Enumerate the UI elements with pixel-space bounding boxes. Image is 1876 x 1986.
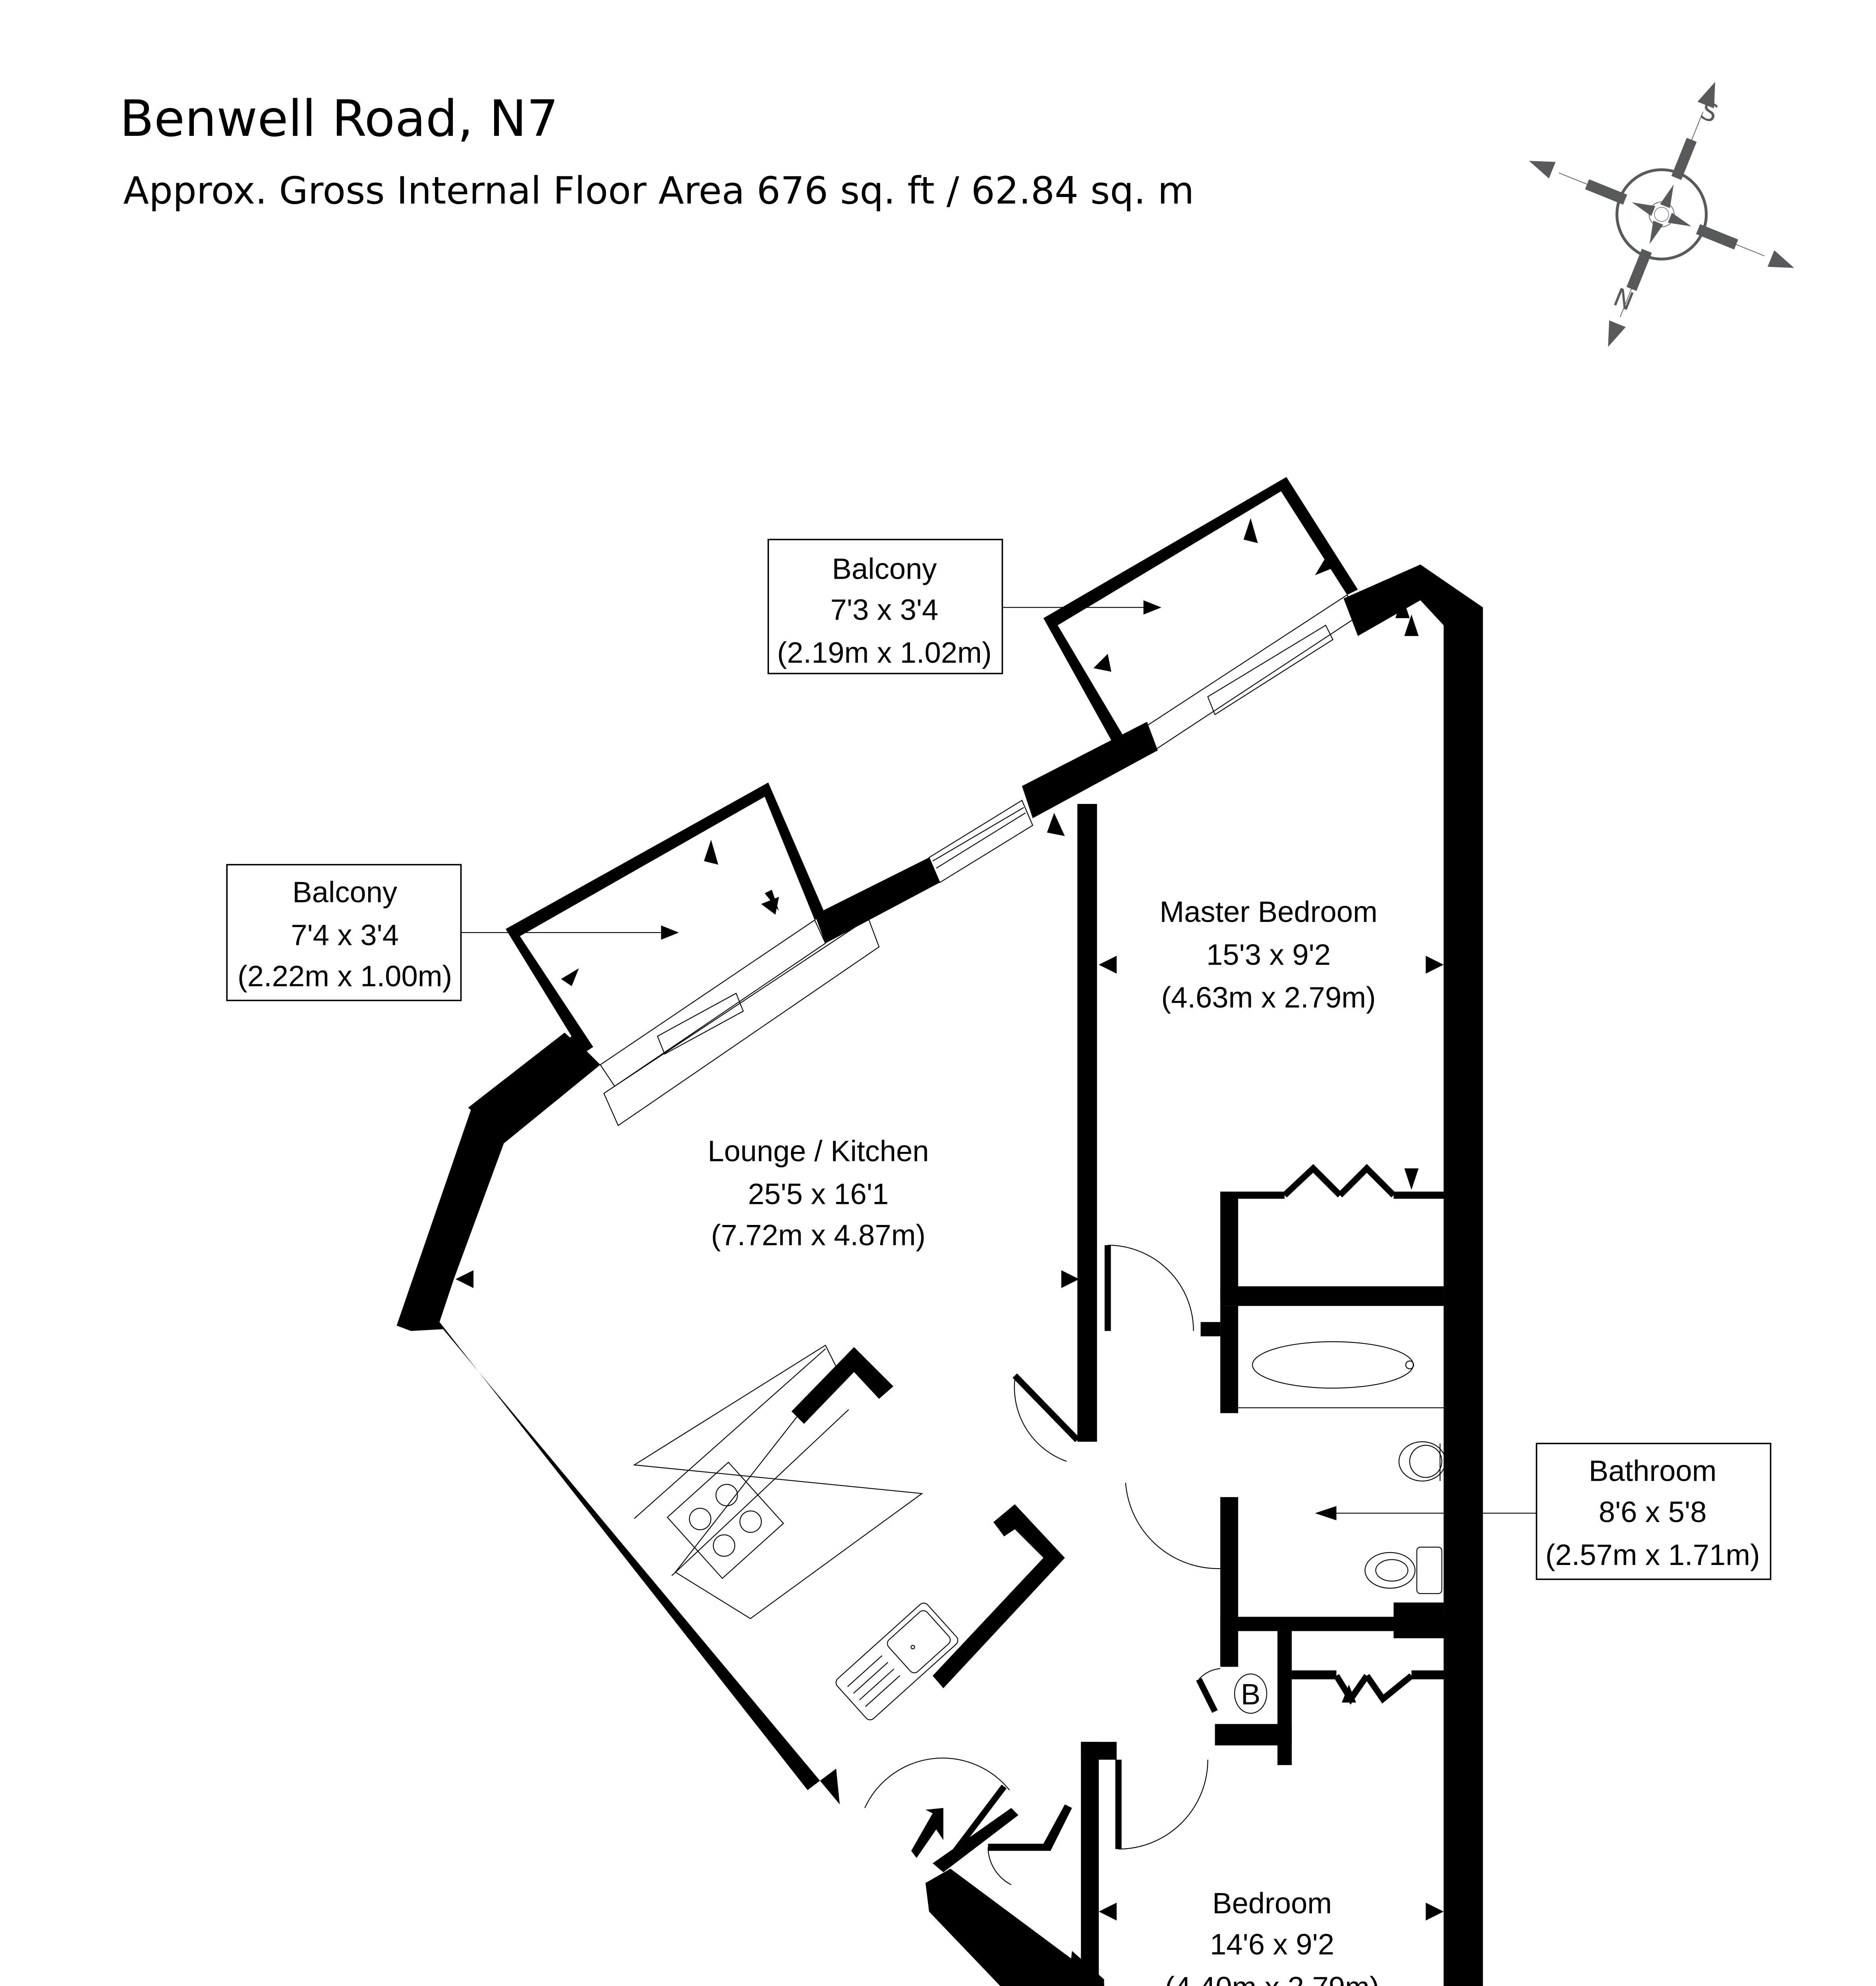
doors [864,1164,1414,1886]
room-label-bedroom: Bedroom 14'6 x 9'2 (4.40m x 2.79m) [1165,1887,1379,1986]
interior-walls [791,804,1444,1986]
sink-icon [835,1602,958,1720]
page-title: Benwell Road, N7 [120,89,558,148]
bathroom-callout: Bathroom 8'6 x 5'8 (2.57m x 1.71m) [1483,1443,1772,1580]
kitchen-counter [633,1345,924,1619]
windows [599,594,1359,1126]
svg-text:Lounge / Kitchen: Lounge / Kitchen [708,1135,929,1168]
svg-text:(2.22m x 1.00m): (2.22m x 1.00m) [238,960,452,993]
dimension-arrows [456,518,1444,1921]
svg-text:Bedroom: Bedroom [1212,1887,1332,1920]
balcony-left-callout: Balcony 7'4 x 3'4 (2.22m x 1.00m) [226,864,679,1001]
bathtub-icon [1238,1341,1444,1408]
svg-text:Bathroom: Bathroom [1589,1455,1717,1488]
room-label-lounge-kitchen: Lounge / Kitchen 25'5 x 16'1 (7.72m x 4.… [708,1135,929,1252]
svg-text:14'6 x 9'2: 14'6 x 9'2 [1210,1928,1334,1961]
exterior-walls [396,477,1483,1986]
svg-text:(2.19m x 1.02m): (2.19m x 1.02m) [777,636,991,669]
room-label-master-bedroom: Master Bedroom 15'3 x 9'2 (4.63m x 2.79m… [1159,895,1378,1014]
entrance-arrow-icon [911,1808,943,1858]
svg-text:7'4 x 3'4: 7'4 x 3'4 [291,918,399,951]
svg-text:(4.40m x 2.79m): (4.40m x 2.79m) [1165,1971,1379,1986]
svg-text:Balcony: Balcony [292,875,397,908]
compass-icon [1529,82,1794,347]
svg-text:15'3 x 9'2: 15'3 x 9'2 [1206,938,1331,971]
svg-text:Master Bedroom: Master Bedroom [1159,895,1378,928]
boiler-marker: B [1234,1673,1267,1714]
svg-text:7'3 x 3'4: 7'3 x 3'4 [831,593,939,626]
balcony-right-callout: Balcony 7'3 x 3'4 (2.19m x 1.02m) [767,539,1161,674]
compass-north-label: N [1609,282,1638,316]
floor-area-subtitle: Approx. Gross Internal Floor Area 676 sq… [123,169,1194,213]
svg-text:8'6 x 5'8: 8'6 x 5'8 [1599,1495,1707,1528]
toilet-icon [1364,1546,1443,1594]
hob-icon [667,1461,784,1579]
svg-text:Balcony: Balcony [832,552,937,585]
svg-text:(2.57m x 1.71m): (2.57m x 1.71m) [1546,1538,1760,1571]
svg-text:(7.72m x 4.87m): (7.72m x 4.87m) [711,1219,925,1252]
boiler-label: B [1241,1678,1261,1711]
svg-text:(4.63m x 2.79m): (4.63m x 2.79m) [1161,981,1376,1014]
svg-text:25'5 x 16'1: 25'5 x 16'1 [748,1178,889,1211]
washbasin-icon [1398,1441,1446,1482]
